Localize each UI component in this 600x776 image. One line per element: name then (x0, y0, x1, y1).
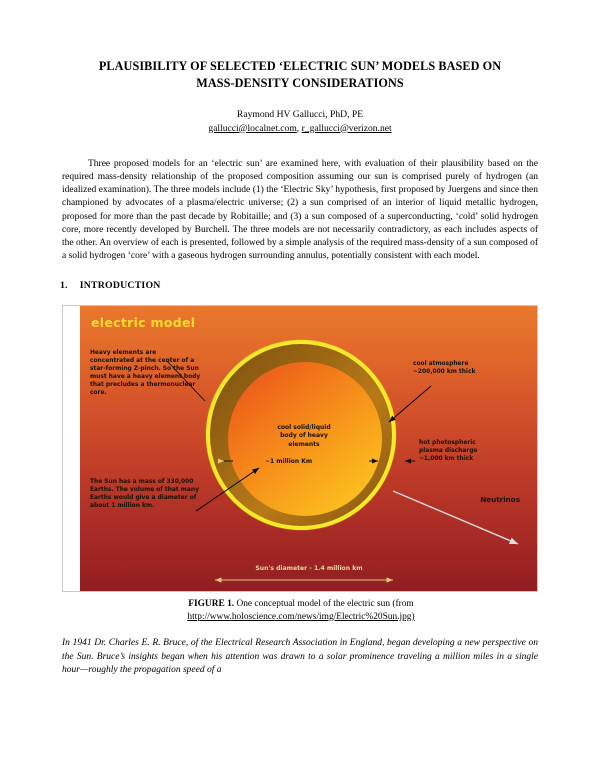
email-link-secondary[interactable]: r_gallucci@verizon.net (301, 122, 392, 134)
figure-caption: FIGURE 1. One conceptual model of the el… (62, 598, 540, 623)
title-line-1: PLAUSIBILITY OF SELECTED ‘ELECTRIC SUN’ … (98, 59, 502, 73)
figure-caption-label: FIGURE 1. (188, 598, 235, 609)
section-heading-introduction: 1. INTRODUCTION (60, 280, 540, 291)
closing-paragraph: In 1941 Dr. Charles E. R. Bruce, of the … (62, 638, 538, 675)
note-neutrinos: Neutrinos (480, 494, 520, 504)
figure-1: electric model (62, 304, 540, 623)
email-separator: , (296, 122, 302, 134)
note-sun-mass: The Sun has a mass of 330,000 Earths. Th… (90, 478, 199, 509)
email-link-primary[interactable]: gallucci@localnet.com (208, 122, 297, 134)
section-number: 1. (60, 279, 68, 291)
section-name: INTRODUCTION (79, 279, 161, 291)
page-title: PLAUSIBILITY OF SELECTED ‘ELECTRIC SUN’ … (60, 58, 540, 92)
figure-image: electric model (62, 304, 538, 592)
note-hot-photosphere: hot photospheric plasma discharge ~1,000… (419, 439, 478, 462)
author-name: Raymond HV Gallucci, PhD, PE (236, 109, 364, 120)
figure-left-margin-bar (63, 305, 80, 591)
abstract-paragraph: Three proposed models for an ‘electric s… (62, 159, 538, 261)
note-core-composition: cool solid/liquid body of heavy elements (277, 423, 331, 448)
note-heavy-elements: Heavy elements are concentrated at the c… (90, 349, 201, 396)
scale-bar: Sun's diameter - 1.4 million km (213, 564, 405, 578)
scale-bar-label: Sun's diameter - 1.4 million km (255, 564, 363, 572)
figure-source-link[interactable]: http://www.holoscience.com/news/img/Elec… (187, 611, 415, 622)
figure-caption-text: One conceptual model of the electric sun… (236, 598, 414, 609)
author-block: Raymond HV Gallucci, PhD, PE gallucci@lo… (60, 109, 540, 135)
note-core-diameter: ~1 million Km (265, 457, 313, 465)
author-emails: gallucci@localnet.com, r_gallucci@verizo… (60, 123, 540, 136)
note-cool-atmosphere: cool atmosphere ~200,000 km thick (413, 360, 476, 375)
title-line-2: MASS-DENSITY CONSIDERATIONS (196, 76, 404, 90)
diagram-title: electric model (91, 314, 196, 330)
